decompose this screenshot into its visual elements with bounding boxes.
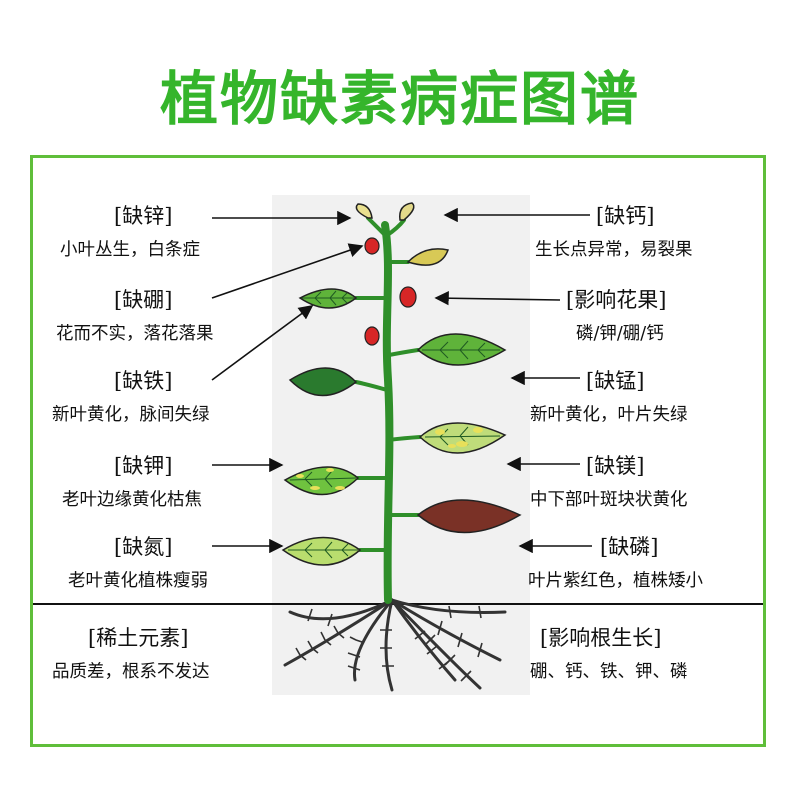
desc-potassium: 老叶边缘黄化枯焦 bbox=[62, 490, 202, 510]
root-line bbox=[390, 598, 502, 662]
label-boron: [缺硼] bbox=[114, 288, 173, 312]
roots bbox=[283, 598, 507, 692]
leaf-calcium bbox=[406, 248, 449, 266]
root-line bbox=[390, 598, 482, 690]
leaf-nitrogen bbox=[281, 536, 362, 566]
leaf-phosphorus bbox=[416, 499, 522, 534]
leaf-iron bbox=[288, 367, 358, 397]
label-magnesium: [缺镁] bbox=[586, 454, 645, 478]
desc-phosphorus: 叶片紫红色，植株矮小 bbox=[528, 571, 703, 591]
desc-nitrogen: 老叶黄化植株瘦弱 bbox=[68, 571, 208, 591]
label-flower-fruit: [影响花果] bbox=[566, 288, 667, 312]
desc-magnesium: 中下部叶斑块状黄化 bbox=[530, 490, 688, 510]
fruits bbox=[364, 237, 417, 346]
desc-boron: 花而不实，落花落果 bbox=[56, 324, 214, 344]
fruit bbox=[399, 286, 417, 308]
leaf-potassium bbox=[283, 466, 360, 496]
stem bbox=[381, 221, 394, 604]
label-phosphorus: [缺磷] bbox=[600, 535, 659, 559]
label-rare-earth: [稀土元素] bbox=[88, 626, 189, 650]
page-title: 植物缺素病症图谱 bbox=[159, 65, 640, 133]
label-calcium: [缺钙] bbox=[596, 204, 655, 228]
diagram-frame bbox=[30, 155, 766, 747]
label-zinc: [缺锌] bbox=[114, 204, 173, 228]
desc-zinc: 小叶丛生，白条症 bbox=[60, 240, 200, 260]
fruit bbox=[364, 326, 380, 346]
branches bbox=[354, 216, 422, 552]
arrow-flower-fruit bbox=[434, 291, 561, 306]
root-hairs bbox=[295, 605, 483, 682]
fruit bbox=[364, 237, 380, 255]
label-potassium: [缺钾] bbox=[114, 454, 173, 478]
desc-flower-fruit: 磷/钾/硼/钙 bbox=[576, 324, 664, 344]
desc-iron: 新叶黄化，脉间失绿 bbox=[52, 405, 210, 425]
desc-rare-earth: 品质差，根系不发达 bbox=[52, 662, 210, 682]
desc-root-growth: 硼、钙、铁、钾、磷 bbox=[530, 662, 688, 682]
label-manganese: [缺锰] bbox=[586, 369, 645, 393]
leaf-zinc bbox=[355, 202, 415, 221]
arrow-boron bbox=[211, 243, 364, 299]
leaf-magnesium bbox=[418, 422, 507, 454]
root-line bbox=[390, 598, 457, 682]
root-line bbox=[283, 598, 394, 667]
label-root-growth: [影响根生长] bbox=[540, 626, 662, 650]
root-line bbox=[384, 598, 394, 692]
arrow-iron bbox=[211, 305, 314, 381]
leaf-spots bbox=[296, 427, 483, 490]
label-iron: [缺铁] bbox=[114, 369, 173, 393]
root-line bbox=[288, 598, 394, 621]
desc-manganese: 新叶黄化，叶片失绿 bbox=[530, 405, 688, 425]
root-line bbox=[390, 598, 507, 614]
root-line bbox=[352, 598, 394, 682]
desc-calcium: 生长点异常，易裂果 bbox=[535, 240, 693, 260]
label-nitrogen: [缺氮] bbox=[114, 535, 173, 559]
pointer-arrows bbox=[211, 207, 592, 554]
